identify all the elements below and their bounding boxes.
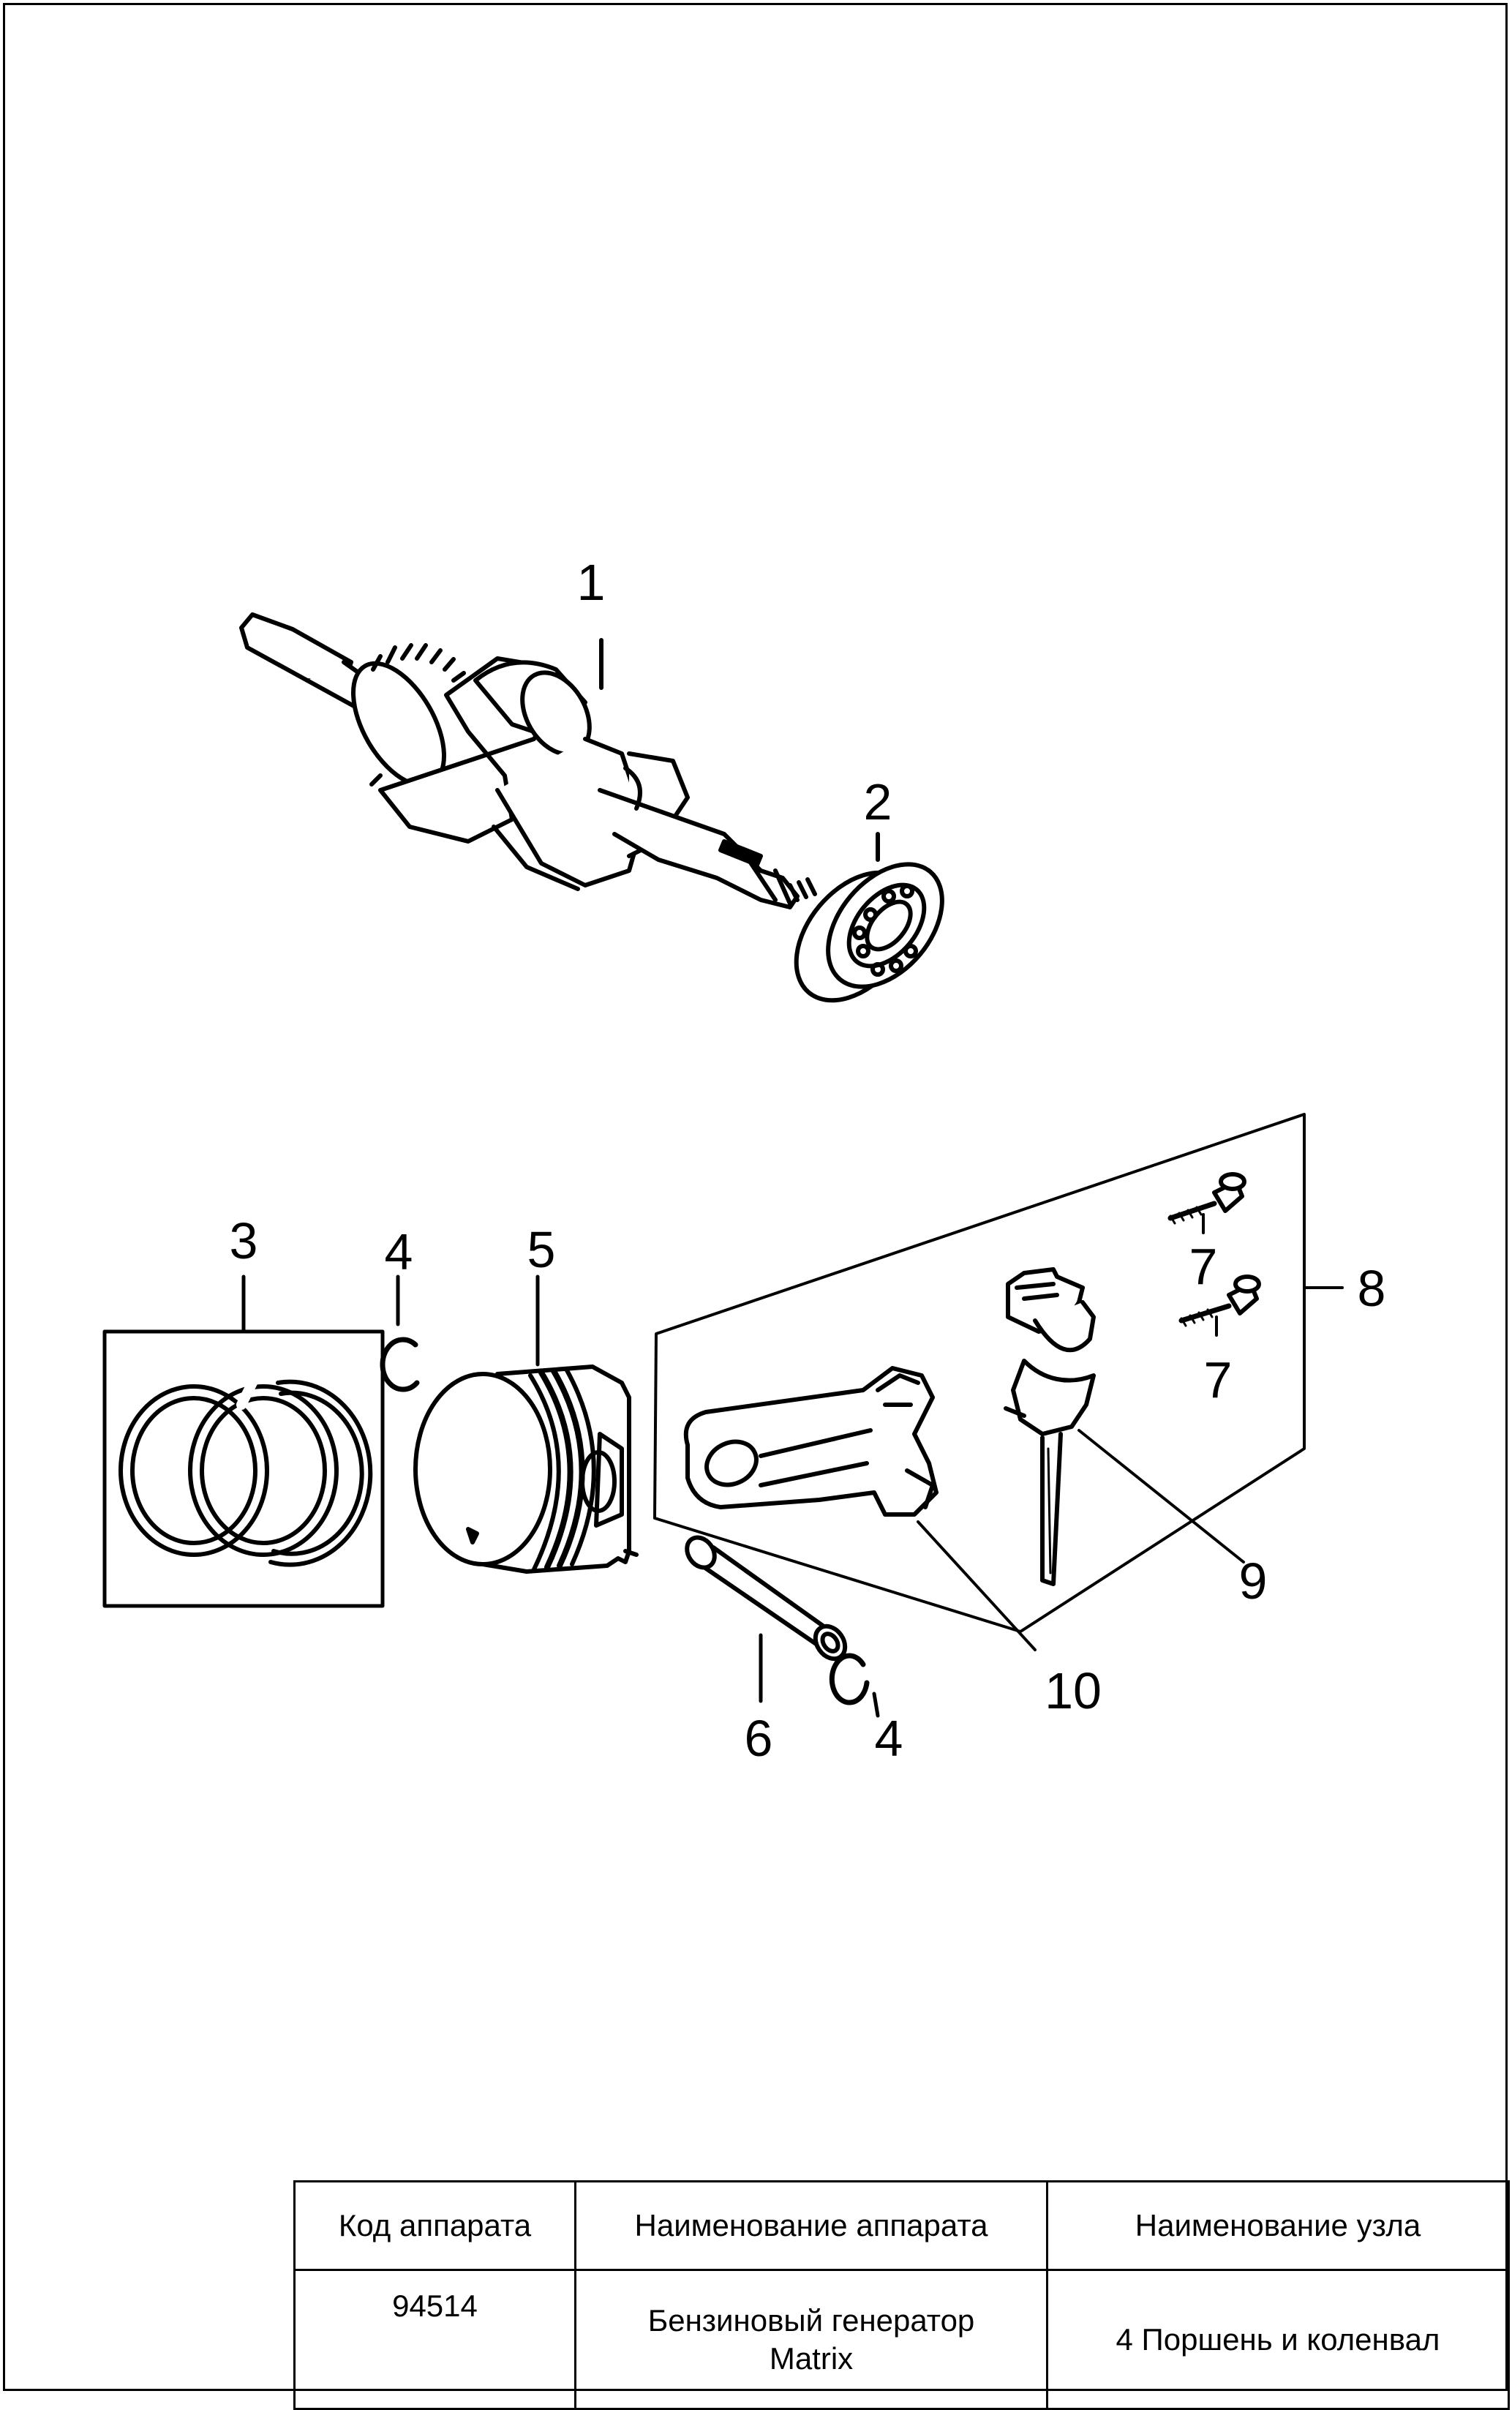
title-block-value-row: 94514 Бензиновый генератор Matrix 4 Порш… bbox=[293, 2269, 1510, 2410]
connecting-rod-assembly-outline bbox=[653, 1113, 1306, 1633]
connecting-rod-part bbox=[683, 1366, 939, 1517]
leader-line-4b bbox=[872, 1692, 880, 1718]
leader-line-9 bbox=[1077, 1429, 1245, 1564]
circlip-icon bbox=[829, 1653, 870, 1705]
value-device-code: 94514 bbox=[293, 2269, 576, 2410]
crankshaft-part bbox=[239, 612, 817, 909]
callout-10: 10 bbox=[1045, 1662, 1102, 1719]
callout-1: 1 bbox=[577, 554, 606, 611]
title-block-header-row: Код аппарата Наименование аппарата Наиме… bbox=[293, 2180, 1510, 2271]
callout-4-bottom: 4 bbox=[875, 1710, 903, 1767]
piston-pin-part bbox=[685, 1535, 848, 1662]
callout-3: 3 bbox=[230, 1212, 258, 1269]
leader-line-10 bbox=[917, 1520, 1037, 1651]
callout-5: 5 bbox=[527, 1221, 556, 1278]
header-unit-name: Наименование узла bbox=[1046, 2180, 1510, 2271]
device-name-line-1: Бензиновый генератор bbox=[647, 2302, 975, 2338]
header-device-code: Код аппарата bbox=[293, 2180, 576, 2271]
piston-rings-part bbox=[119, 1370, 373, 1567]
piston-rings-box bbox=[102, 1329, 385, 1608]
title-block: Код аппарата Наименование аппарата Наиме… bbox=[293, 2180, 1510, 2410]
callout-7-top: 7 bbox=[1189, 1238, 1218, 1295]
callout-7-bottom: 7 bbox=[1204, 1351, 1233, 1408]
exploded-parts-diagram: 1 2 3 4 5 6 4 7 7 8 9 10 bbox=[102, 554, 1386, 1767]
callout-6: 6 bbox=[745, 1710, 773, 1767]
callout-9: 9 bbox=[1239, 1553, 1268, 1610]
bearing-part bbox=[794, 862, 944, 1003]
bolt-part bbox=[1178, 1275, 1261, 1327]
circlip-icon bbox=[380, 1337, 420, 1392]
value-device-name: Бензиновый генератор Matrix bbox=[574, 2269, 1048, 2410]
callout-4-top: 4 bbox=[385, 1223, 413, 1280]
device-name-line-2: Matrix bbox=[769, 2340, 854, 2376]
device-code-text: 94514 bbox=[392, 2289, 478, 2323]
bolt-part bbox=[1167, 1172, 1246, 1225]
connecting-rod-cap-part bbox=[1004, 1267, 1096, 1586]
header-device-name: Наименование аппарата bbox=[574, 2180, 1048, 2271]
piston-part bbox=[413, 1364, 639, 1574]
callout-2: 2 bbox=[864, 773, 892, 830]
callout-8: 8 bbox=[1358, 1260, 1386, 1317]
value-unit-name: 4 Поршень и коленвал bbox=[1046, 2269, 1510, 2410]
